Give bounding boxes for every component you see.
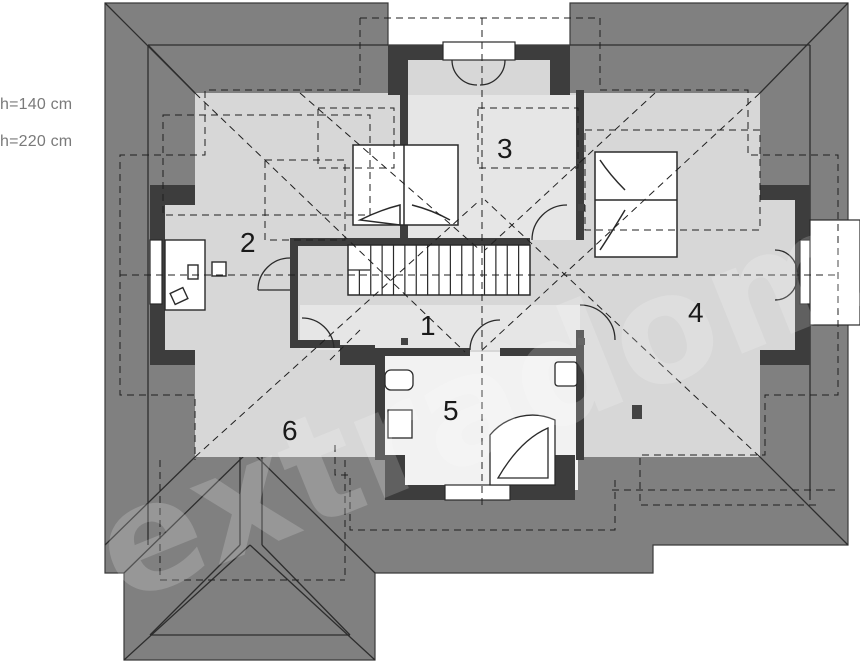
staircase <box>347 244 531 296</box>
bed-room-3 <box>352 144 459 226</box>
windows <box>149 41 860 501</box>
room-number-3: 3 <box>497 133 513 164</box>
doors <box>257 59 798 351</box>
room-number-5: 5 <box>443 395 459 426</box>
bathroom-fixtures <box>384 361 578 486</box>
room-numbers: 1 2 3 4 5 6 <box>240 133 704 446</box>
room-number-1: 1 <box>420 310 436 341</box>
legend-h220: h=220 cm <box>0 133 73 150</box>
dashed-lines <box>119 17 840 581</box>
room-number-2: 2 <box>240 227 256 258</box>
small-columns <box>401 204 642 419</box>
legend-h140: h=140 cm <box>0 96 73 113</box>
room-number-4: 4 <box>688 297 704 328</box>
bed-room-4 <box>594 151 678 258</box>
room-number-6: 6 <box>282 415 298 446</box>
roof-hips <box>104 2 849 661</box>
